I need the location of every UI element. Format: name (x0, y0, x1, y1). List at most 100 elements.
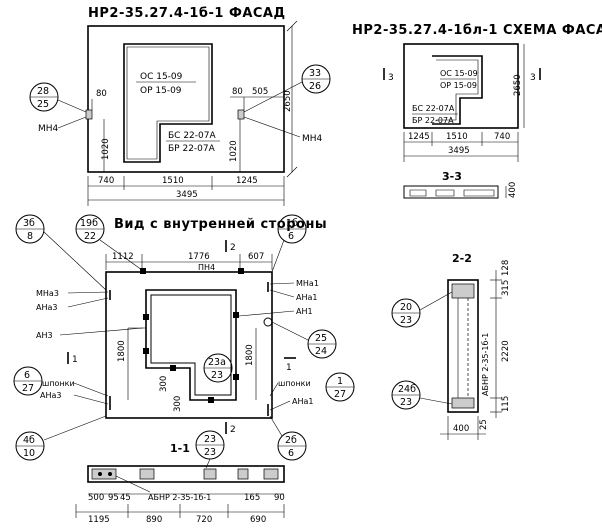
inner-section-1-right: 1 (286, 363, 292, 373)
inner-view: Вид с внутренней стороны 1112 1776 607 П… (13, 214, 355, 461)
facade-dim-1510: 1510 (162, 176, 184, 186)
section22-dim-400: 400 (453, 424, 469, 434)
inner-mna3-label: МНа3 (36, 289, 59, 298)
section22-dim-128: 128 (501, 260, 511, 276)
scheme-dim-1510: 1510 (446, 132, 468, 142)
inner-title: Вид с внутренней стороны (114, 217, 327, 232)
facade-callout-right-bottom: 26 (309, 81, 321, 92)
scheme-br-label: БР 22-07А (412, 116, 454, 125)
inner-dim-300-a: 300 (159, 376, 169, 392)
section11-callout-top: 23 (204, 434, 216, 445)
scheme-opening (432, 55, 483, 125)
inner-opening (145, 289, 237, 401)
callout-1b-6-top: 1б (286, 218, 298, 229)
section22-dim-315: 315 (501, 280, 511, 296)
section22-dim-115: 115 (501, 396, 511, 412)
scheme-dim-1245: 1245 (408, 132, 430, 142)
section11-profile (87, 465, 285, 483)
scheme-dim-total: 3495 (448, 146, 470, 156)
facade-dim-1020-left: 1020 (101, 138, 111, 160)
callout-19b-22-bottom: 22 (84, 231, 96, 242)
section11-callout-bottom: 23 (204, 447, 216, 458)
inner-mna1-label: МНа1 (296, 279, 319, 288)
facade-dim-505: 505 (252, 87, 268, 97)
section33-title: 3-3 (442, 170, 462, 183)
facade-opening-inner (126, 46, 210, 160)
section11-dim-1195: 1195 (88, 515, 110, 525)
inner-dim-1776: 1776 (188, 252, 210, 262)
section22-callout-24b-bottom: 23 (400, 397, 412, 408)
inner-ana3-top-label: АНа3 (36, 303, 57, 312)
inner-shponki-right-label: шпонки (278, 379, 311, 388)
facade-or-label: ОР 15-09 (140, 86, 182, 96)
scheme-title: НР2-35.27.4-1бл-1 СХЕМА ФАСАДА (352, 23, 602, 38)
callout-3b-8-top: 3б (23, 218, 35, 229)
inner-ana3-bottom-label: АНа3 (40, 391, 61, 400)
scheme-oc-label: ОС 15-09 (440, 69, 478, 78)
inner-dim-1800-right: 1800 (245, 344, 255, 366)
callout-4b-10-bottom: 10 (23, 448, 35, 459)
facade-dim-1245: 1245 (236, 176, 258, 186)
facade-dim-80-left: 80 (96, 89, 107, 99)
section33-dim-400: 400 (508, 182, 518, 198)
section11-dim-95: 95 (108, 493, 119, 503)
inner-ana1-top-label: АНа1 (296, 293, 317, 302)
scheme-panel-outline (403, 43, 519, 129)
callout-25-24-top: 25 (315, 333, 327, 344)
inner-an3-label: АН3 (36, 331, 53, 340)
facade-opening (123, 43, 213, 163)
section11-dim-500: 500 (88, 493, 104, 503)
inner-section-2-top: 2 (230, 243, 236, 253)
section11-dim-890: 890 (146, 515, 162, 525)
inner-opening-inner (150, 294, 232, 396)
section22-profile (447, 279, 479, 413)
section11-dim-45: 45 (120, 493, 131, 503)
callout-4b-10-top: 4б (23, 435, 35, 446)
inner-shponki-left-label: шпонки (42, 379, 75, 388)
section22-abnr-label: АБНР 2-35-1б-1 (481, 333, 490, 396)
scheme-or-label: ОР 15-09 (440, 81, 477, 90)
section22-callout-24b-top: 24б (398, 384, 416, 395)
callout-25-24-bottom: 24 (315, 346, 327, 357)
section22-view: 2-2 АБНР 2-35-1б-1 20 23 24б 23 128 315 … (391, 252, 511, 440)
facade-view: НР2-35.27.4-1б-1 ФАСАД ОС 15-09 ОР 15-09… (29, 6, 331, 206)
section11-view: 1-1 23 23 500 95 45 АБНР 2-35-1б-1 165 9… (75, 430, 285, 525)
scheme-section-left: 3 (388, 73, 394, 83)
callout-3b-8-bottom: 8 (27, 231, 33, 242)
inner-dim-607: 607 (248, 252, 264, 262)
scheme-section-right: 3 (530, 73, 536, 83)
facade-mn4-left-part (85, 109, 93, 120)
facade-mn4-right-label: МН4 (302, 134, 323, 144)
facade-dim-80-right: 80 (232, 87, 243, 97)
facade-callout-right-top: 33 (309, 68, 321, 79)
inner-dim-1112: 1112 (112, 252, 134, 262)
scheme-view: НР2-35.27.4-1бл-1 СХЕМА ФАСАДА ОС 15-09 … (352, 23, 602, 199)
section11-dim-90: 90 (274, 493, 285, 503)
inner-dim-300-b: 300 (173, 396, 183, 412)
inner-dim-1800-left: 1800 (117, 340, 127, 362)
facade-title: НР2-35.27.4-1б-1 ФАСАД (88, 6, 286, 21)
callout-2b-6-bottom: 6 (288, 448, 294, 459)
facade-dim-1020-right: 1020 (229, 140, 239, 162)
facade-callout-left-bottom: 25 (37, 99, 49, 110)
facade-callout-left-top: 28 (37, 86, 49, 97)
callout-23a-23-top: 23а (208, 357, 226, 368)
section11-dim-720: 720 (196, 515, 212, 525)
inner-section-1-left: 1 (72, 355, 78, 365)
callout-19b-22-top: 19б (80, 218, 98, 229)
section22-dim-2220: 2220 (501, 340, 511, 362)
section22-callout-20-top: 20 (400, 302, 412, 313)
callout-1-27-bottom: 27 (334, 389, 346, 400)
facade-dim-height: 2650 (283, 90, 293, 112)
facade-dim-total: 3495 (176, 190, 198, 200)
inner-an1-label: АН1 (296, 307, 313, 316)
section11-dim-165: 165 (244, 493, 260, 503)
callout-6-27-top: 6 (24, 370, 30, 381)
inner-panel-outline (105, 271, 273, 419)
callout-6-27-bottom: 27 (22, 383, 34, 394)
section33-profile (403, 185, 499, 199)
inner-pn4-label: ПН4 (198, 263, 215, 272)
section11-abnr-label: АБНР 2-35-1б-1 (148, 493, 211, 502)
